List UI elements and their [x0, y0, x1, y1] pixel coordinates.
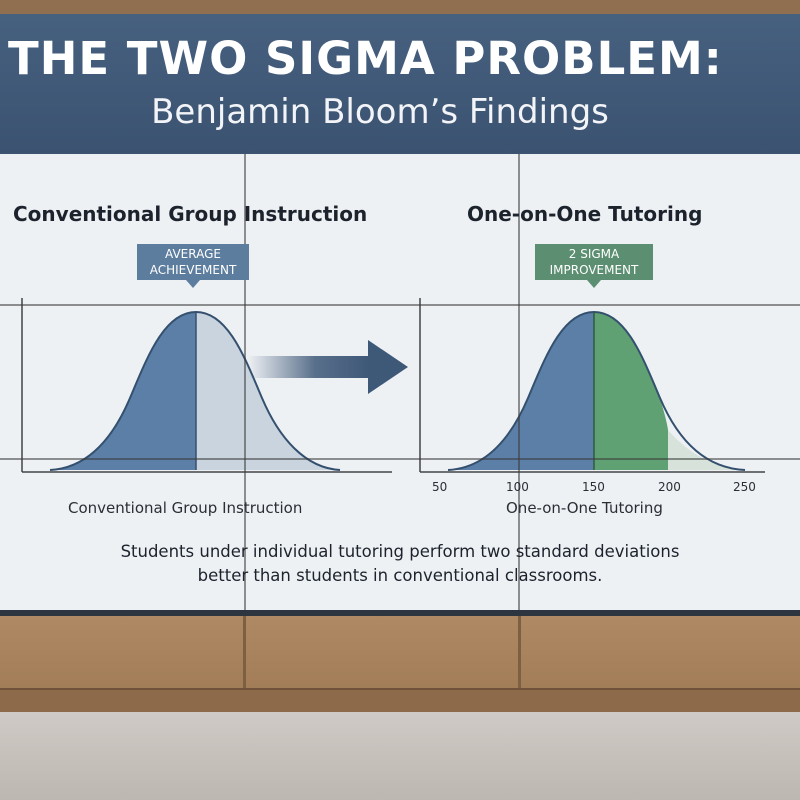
- summary-line: better than students in conventional cla…: [197, 566, 603, 585]
- panel-seam: [518, 610, 521, 720]
- callout-line: IMPROVEMENT: [549, 263, 639, 277]
- x-tick-label: 250: [733, 480, 756, 494]
- screen-seam: [0, 304, 800, 306]
- display-screen: [0, 154, 800, 616]
- right-curve-dark-area: [448, 312, 594, 470]
- summary-text: Students under individual tutoring perfo…: [40, 540, 760, 588]
- left-chart-caption: Conventional Group Instruction: [68, 499, 303, 517]
- x-tick-label: 150: [582, 480, 605, 494]
- screen-seam: [0, 458, 800, 460]
- floor: [0, 712, 800, 800]
- wall-top: [0, 0, 800, 14]
- left-chart-title: Conventional Group Instruction: [13, 202, 368, 226]
- right-chart-caption: One-on-One Tutoring: [506, 499, 663, 517]
- wood-panel-wall: [0, 610, 800, 722]
- summary-line: Students under individual tutoring perfo…: [120, 542, 680, 561]
- x-tick-label: 50: [432, 480, 448, 494]
- banner-title: THE TWO SIGMA PROBLEM:: [8, 32, 723, 85]
- x-tick-label: 200: [658, 480, 681, 494]
- shift-arrow: [248, 340, 408, 394]
- arrow-shaft: [248, 356, 370, 378]
- banner-subtitle: Benjamin Bloom’s Findings: [151, 92, 609, 132]
- callout-line: AVERAGE: [165, 247, 221, 261]
- panel-seam: [243, 610, 246, 720]
- right-curve-green-area: [594, 312, 668, 470]
- left-curve-dark-area: [50, 312, 196, 470]
- two-sigma-improvement-callout: 2 SIGMA IMPROVEMENT: [535, 244, 653, 288]
- screen-seam: [244, 154, 246, 610]
- title-banner: THE TWO SIGMA PROBLEM: Benjamin Bloom’s …: [0, 14, 800, 154]
- average-achievement-callout: AVERAGE ACHIEVEMENT: [137, 244, 249, 288]
- left-bell-chart: [21, 298, 392, 473]
- right-chart-title: One-on-One Tutoring: [467, 202, 703, 226]
- left-curve-light-area: [196, 312, 340, 470]
- right-curve-light-area: [668, 430, 745, 470]
- callout-line: 2 SIGMA: [568, 247, 620, 261]
- callout-line: ACHIEVEMENT: [149, 263, 237, 277]
- screen-seam: [518, 154, 520, 610]
- right-bell-chart: [419, 298, 765, 473]
- arrow-head: [368, 340, 408, 394]
- x-tick-label: 100: [506, 480, 529, 494]
